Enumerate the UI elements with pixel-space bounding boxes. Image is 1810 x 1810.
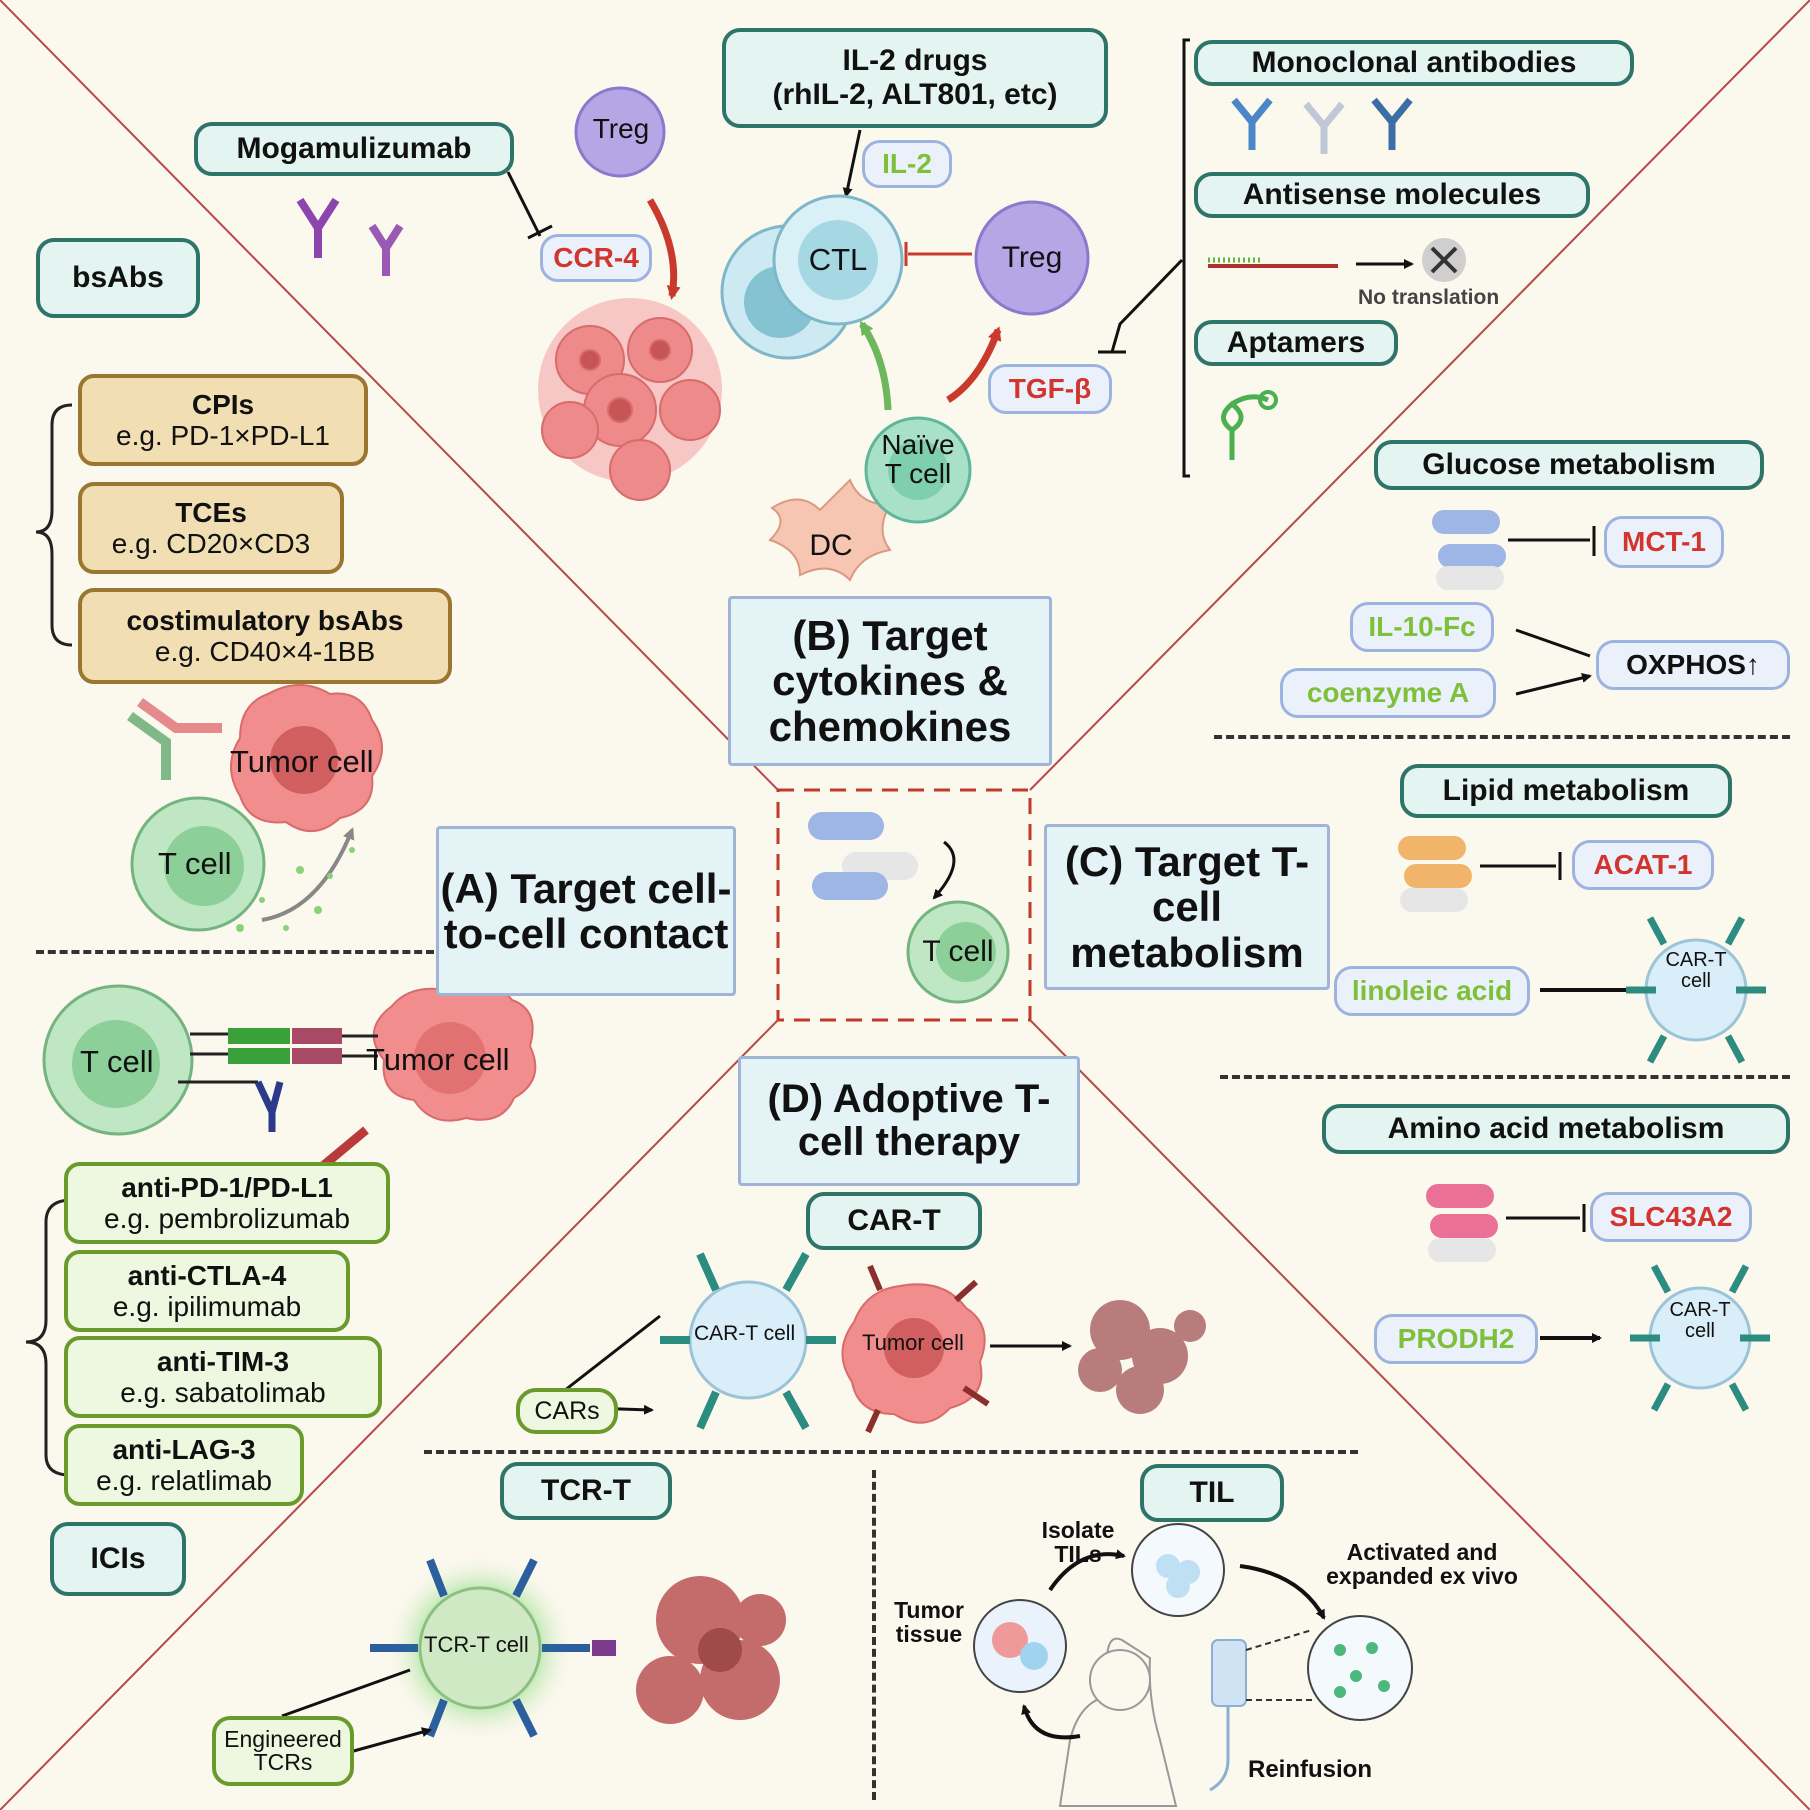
tumor-tissue-label: Tumor tissue [894,1597,964,1648]
treg-label-right: Treg [1001,241,1063,274]
car-t-cell-amino [1630,1264,1770,1412]
section-a-title: (A) Target cell-to-cell contact [436,826,736,996]
acat1-label: ACAT-1 [1572,840,1714,890]
car-t-cell-lipid [1626,916,1766,1064]
dead-tumor-tcr [636,1576,786,1724]
activated-expanded-label: Activated and expanded ex vivo [1326,1539,1518,1590]
oxphos-label: OXPHOS↑ [1596,640,1790,690]
cars-label: CARs [516,1388,618,1434]
b-antibodies [296,197,404,276]
prodh2-label: PRODH2 [1374,1314,1538,1364]
dc-label: DC [809,529,853,562]
car-t-header: CAR-T [806,1192,982,1250]
t-cell-label-a1: T cell [158,846,232,881]
slc43a2-label: SLC43A2 [1590,1192,1752,1242]
lipid-pills [1398,836,1472,912]
ctl-label: CTL [808,242,868,277]
antisense-molecules-label: Antisense molecules [1194,172,1590,218]
ccr4-label: CCR-4 [540,234,652,282]
tcr-t-cell-label: TCR-T cell [424,1632,529,1657]
linoleic-acid-label: linoleic acid [1334,966,1530,1016]
naive-t-cell-label: Naïve T cell [881,429,955,490]
section-c-title: (C) Target T-cell metabolism [1044,824,1330,990]
amino-pills [1426,1184,1498,1262]
il2-drugs-box: IL-2 drugs(rhIL-2, ALT801, etc) [722,28,1108,128]
isolate-tils-label: Isolate TILs [1041,1517,1115,1568]
til-header: TIL [1140,1464,1284,1522]
car-t-cell-label-amino: CAR-T cell [1669,1299,1731,1342]
treg-label-top: Treg [592,113,650,144]
tumor-cluster [538,298,722,501]
tumor-cell-label-a2: Tumor cell [366,1042,510,1077]
center-pills [808,812,918,900]
il10fc-label: IL-10-Fc [1350,602,1494,652]
mab-icons [1231,97,1413,154]
tgf-beta-label: TGF-β [988,364,1112,414]
icis-header: ICIs [50,1522,186,1596]
monoclonal-antibodies-label: Monoclonal antibodies [1194,40,1634,86]
d-divider [424,1450,1358,1454]
no-translation-label: No translation [1358,286,1500,309]
car-t-cell-d [660,1252,836,1430]
mogamulizumab-label: Mogamulizumab [194,122,514,176]
engineered-tcrs-label: Engineered TCRs [212,1716,354,1786]
tcr-t-header: TCR-T [500,1462,672,1520]
center-t-cell-label: T cell [922,935,994,968]
glucose-pills [1432,510,1506,590]
tumor-cell-label-a1: Tumor cell [230,744,374,779]
a-divider [36,950,434,954]
section-d-title: (D) Adoptive T-cell therapy [738,1056,1080,1186]
d-vertical-divider [872,1470,876,1800]
bsabs-header: bsAbs [36,238,200,318]
car-t-cell-label-lipid: CAR-T cell [1665,949,1727,992]
amino-acid-metabolism-header: Amino acid metabolism [1322,1104,1790,1154]
mct1-label: MCT-1 [1604,516,1724,568]
dead-tumor-d [1078,1300,1206,1414]
reinfusion-label: Reinfusion [1248,1756,1372,1783]
car-t-cell-label-d: CAR-T cell [694,1322,796,1345]
aptamers-label: Aptamers [1194,320,1398,366]
c-divider-2 [1220,1075,1790,1079]
t-cell-label-a2: T cell [80,1044,154,1079]
section-b-title: (B) Target cytokines & chemokines [728,596,1052,766]
coenzyme-a-label: coenzyme A [1280,668,1496,718]
tumor-cell-label-d: Tumor cell [862,1330,964,1355]
c-divider-1 [1214,735,1790,739]
center-dashed-box [776,788,1032,1022]
lipid-metabolism-header: Lipid metabolism [1400,764,1732,818]
glucose-metabolism-header: Glucose metabolism [1374,440,1764,490]
il2-label: IL-2 [862,140,952,188]
